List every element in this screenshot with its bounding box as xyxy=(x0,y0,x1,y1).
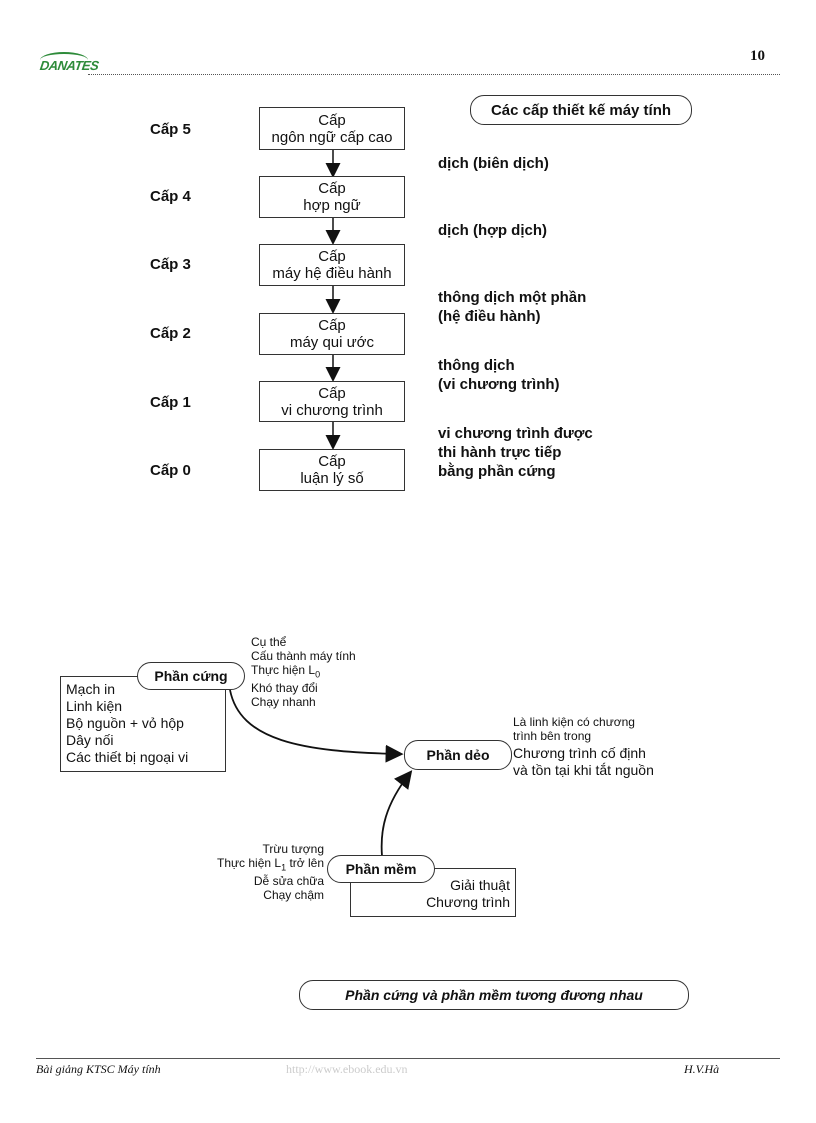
level-box-1: Cấp vi chương trình xyxy=(259,381,405,422)
level-box-4: Cấp hợp ngữ xyxy=(259,176,405,218)
level-box-1-line1: Cấp xyxy=(318,384,346,402)
firmware-desc-small: Là linh kiện có chương trình bên trong xyxy=(513,715,635,743)
software-node: Phần mềm xyxy=(327,855,435,883)
level-label-4: Cấp 4 xyxy=(150,188,191,205)
level-box-5-line1: Cấp xyxy=(318,111,346,129)
level-box-3-line2: máy hệ điều hành xyxy=(272,265,392,282)
header-divider xyxy=(88,74,780,75)
arrow-hardware-firmware xyxy=(229,689,404,763)
equivalence-caption: Phần cứng và phần mềm tương đương nhau xyxy=(299,980,689,1010)
software-traits-line2-sub: 1 xyxy=(281,862,287,873)
hardware-traits-suffix: Khó thay đổi Chạy nhanh xyxy=(251,681,318,710)
software-traits-rest: Dễ sửa chữa Chạy chậm xyxy=(253,874,324,903)
hardware-components: Mạch in Linh kiện Bộ nguồn + vỏ hộp Dây … xyxy=(60,676,226,772)
footer-course: Bài giảng KTSC Máy tính xyxy=(36,1062,161,1076)
level-box-3-line1: Cấp xyxy=(318,248,346,265)
level-label-1: Cấp 1 xyxy=(150,394,191,411)
note-compile: dịch (biên dịch) xyxy=(438,155,549,172)
hardware-traits-prefix: Cụ thể Cấu thành máy tính Thực hiện L xyxy=(251,635,356,677)
note-hardware-execution: vi chương trình được thi hành trực tiếp … xyxy=(438,425,593,480)
hardware-node: Phần cứng xyxy=(137,662,245,690)
levels-title: Các cấp thiết kế máy tính xyxy=(470,95,692,125)
software-traits-line2-prefix: Thực hiện L xyxy=(217,856,282,870)
page-number: 10 xyxy=(750,48,765,64)
level-box-3: Cấp máy hệ điều hành xyxy=(259,244,405,286)
level-box-5: Cấp ngôn ngữ cấp cao xyxy=(259,107,405,150)
software-traits-line1: Trừu tượng xyxy=(262,842,324,856)
level-box-2: Cấp máy qui ước xyxy=(259,313,405,355)
software-traits-line2: Thực hiện L1 trở lên xyxy=(196,856,324,874)
firmware-desc-large: Chương trình cố định và tồn tại khi tắt … xyxy=(513,745,654,778)
level-box-2-line2: máy qui ước xyxy=(289,334,375,351)
level-box-1-line2: vi chương trình xyxy=(281,401,383,419)
logo-arc xyxy=(40,52,88,68)
firmware-node: Phần dẻo xyxy=(404,740,512,770)
note-microprogram-interpret: thông dịch (vi chương trình) xyxy=(438,357,560,393)
level-box-5-line2: ngôn ngữ cấp cao xyxy=(271,128,393,146)
software-traits-line2-suffix: trở lên xyxy=(286,856,324,870)
hardware-traits: Cụ thể Cấu thành máy tính Thực hiện L0 K… xyxy=(251,635,356,709)
note-os-interpret: thông dịch một phần (hệ điều hành) xyxy=(438,289,587,325)
hardware-traits-sub: 0 xyxy=(315,669,321,680)
level-box-0-line1: Cấp xyxy=(318,453,346,470)
level-label-2: Cấp 2 xyxy=(150,325,191,342)
footer-url: http://www.ebook.edu.vn xyxy=(286,1062,408,1076)
level-box-4-line1: Cấp xyxy=(318,180,346,197)
level-label-0: Cấp 0 xyxy=(150,462,191,479)
level-box-0: Cấp luận lý số xyxy=(259,449,405,491)
arrow-software-firmware xyxy=(380,770,413,857)
level-box-2-line1: Cấp xyxy=(318,317,346,334)
level-label-3: Cấp 3 xyxy=(150,256,191,273)
level-label-5: Cấp 5 xyxy=(150,121,191,138)
level-box-0-line2: luận lý số xyxy=(300,470,364,487)
footer-divider xyxy=(36,1058,780,1059)
level-box-4-line2: hợp ngữ xyxy=(303,197,361,214)
note-assemble: dịch (hợp dịch) xyxy=(438,222,547,239)
footer-author: H.V.Hà xyxy=(684,1062,720,1076)
